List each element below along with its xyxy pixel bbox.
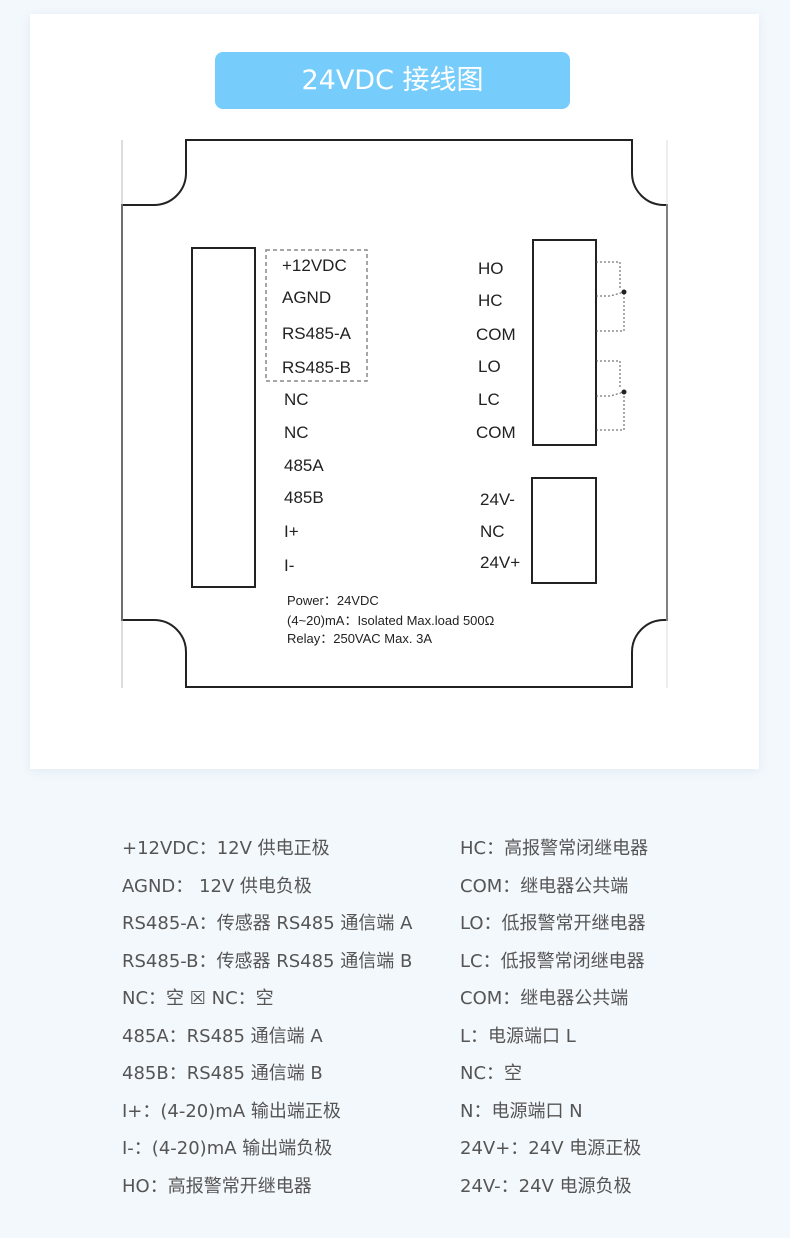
spec-note: Relay：250VAC Max. 3A — [287, 631, 432, 646]
terminal-label: 485A — [284, 456, 324, 475]
terminal-label: HC — [478, 291, 503, 310]
spec-note: Power：24VDC — [287, 593, 379, 608]
relay-contact-low-node — [621, 389, 627, 395]
relay-block-labels: HO HC COM LO LC COM — [476, 259, 516, 442]
terminal-label: I+ — [284, 522, 299, 541]
terminal-label: COM — [476, 423, 516, 442]
legend-item: HO：高报警常开继电器 — [122, 1175, 312, 1197]
spec-notes: Power：24VDC (4~20)mA：Isolated Max.load 5… — [287, 593, 495, 646]
wiring-diagram: +12VDC AGND RS485-A RS485-B NC NC 485A 4… — [121, 139, 668, 688]
legend-item: 485A：RS485 通信端 A — [122, 1025, 323, 1047]
terminal-label: 24V+ — [480, 553, 520, 572]
spec-note: (4~20)mA：Isolated Max.load 500Ω — [287, 613, 495, 628]
legend-item: 485B：RS485 通信端 B — [122, 1063, 323, 1084]
legend-left-column: +12VDC：12V 供电正极 AGND： 12V 供电负极 RS485-A：传… — [122, 836, 412, 1211]
terminal-label: COM — [476, 325, 516, 344]
legend-item: COM：继电器公共端 — [460, 988, 629, 1009]
terminal-label: NC — [284, 423, 309, 442]
terminal-label: +12VDC — [282, 256, 347, 275]
legend-item: AGND： 12V 供电负极 — [122, 875, 312, 897]
legend-item: NC：空 — [460, 1063, 523, 1084]
legend-item: +12VDC：12V 供电正极 — [122, 838, 330, 859]
legend-item: HC：高报警常闭继电器 — [460, 838, 649, 859]
terminal-label: 485B — [284, 488, 324, 507]
relay-terminal-block — [532, 239, 597, 446]
page-title: 24VDC 接线图 — [215, 52, 570, 109]
terminal-label: HO — [478, 259, 504, 278]
relay-contact-low — [596, 360, 625, 431]
terminal-label: RS485-A — [282, 324, 352, 343]
legend-item: RS485-A：传感器 RS485 通信端 A — [122, 913, 413, 934]
legend-item: N：电源端口 N — [460, 1100, 583, 1122]
terminal-label: NC — [284, 390, 309, 409]
power-block-labels: 24V- NC 24V+ — [480, 490, 520, 572]
terminal-label: AGND — [282, 288, 331, 307]
left-terminal-block — [191, 247, 256, 588]
sensor-group-box — [265, 249, 368, 382]
terminal-label: RS485-B — [282, 358, 351, 377]
legend-item: I+：(4-20)mA 输出端正极 — [122, 1100, 341, 1122]
housing-outline — [121, 139, 668, 688]
terminal-label: 24V- — [480, 490, 515, 509]
legend-item: 24V-：24V 电源负极 — [460, 1175, 632, 1197]
left-block-labels: +12VDC AGND RS485-A RS485-B NC NC 485A 4… — [282, 256, 352, 575]
terminal-label: LC — [478, 390, 500, 409]
relay-contact-high-node — [621, 289, 627, 295]
legend-item: NC：空 ☒ NC：空 — [122, 988, 274, 1009]
legend-right-column: HC：高报警常闭继电器 COM：继电器公共端 LO：低报警常开继电器 LC：低报… — [460, 836, 648, 1211]
terminal-label: NC — [480, 522, 505, 541]
relay-contact-high — [596, 261, 625, 332]
terminal-label: LO — [478, 357, 501, 376]
legend-item: 24V+：24V 电源正极 — [460, 1138, 642, 1159]
legend-item: RS485-B：传感器 RS485 通信端 B — [122, 950, 413, 972]
power-terminal-block — [531, 477, 597, 584]
legend-item: LC：低报警常闭继电器 — [460, 950, 645, 972]
legend-item: COM：继电器公共端 — [460, 875, 629, 897]
legend-item: I-：(4-20)mA 输出端负极 — [122, 1138, 333, 1159]
legend-item: LO：低报警常开继电器 — [460, 913, 646, 934]
legend-item: L：电源端口 L — [460, 1025, 576, 1047]
terminal-label: I- — [284, 556, 294, 575]
